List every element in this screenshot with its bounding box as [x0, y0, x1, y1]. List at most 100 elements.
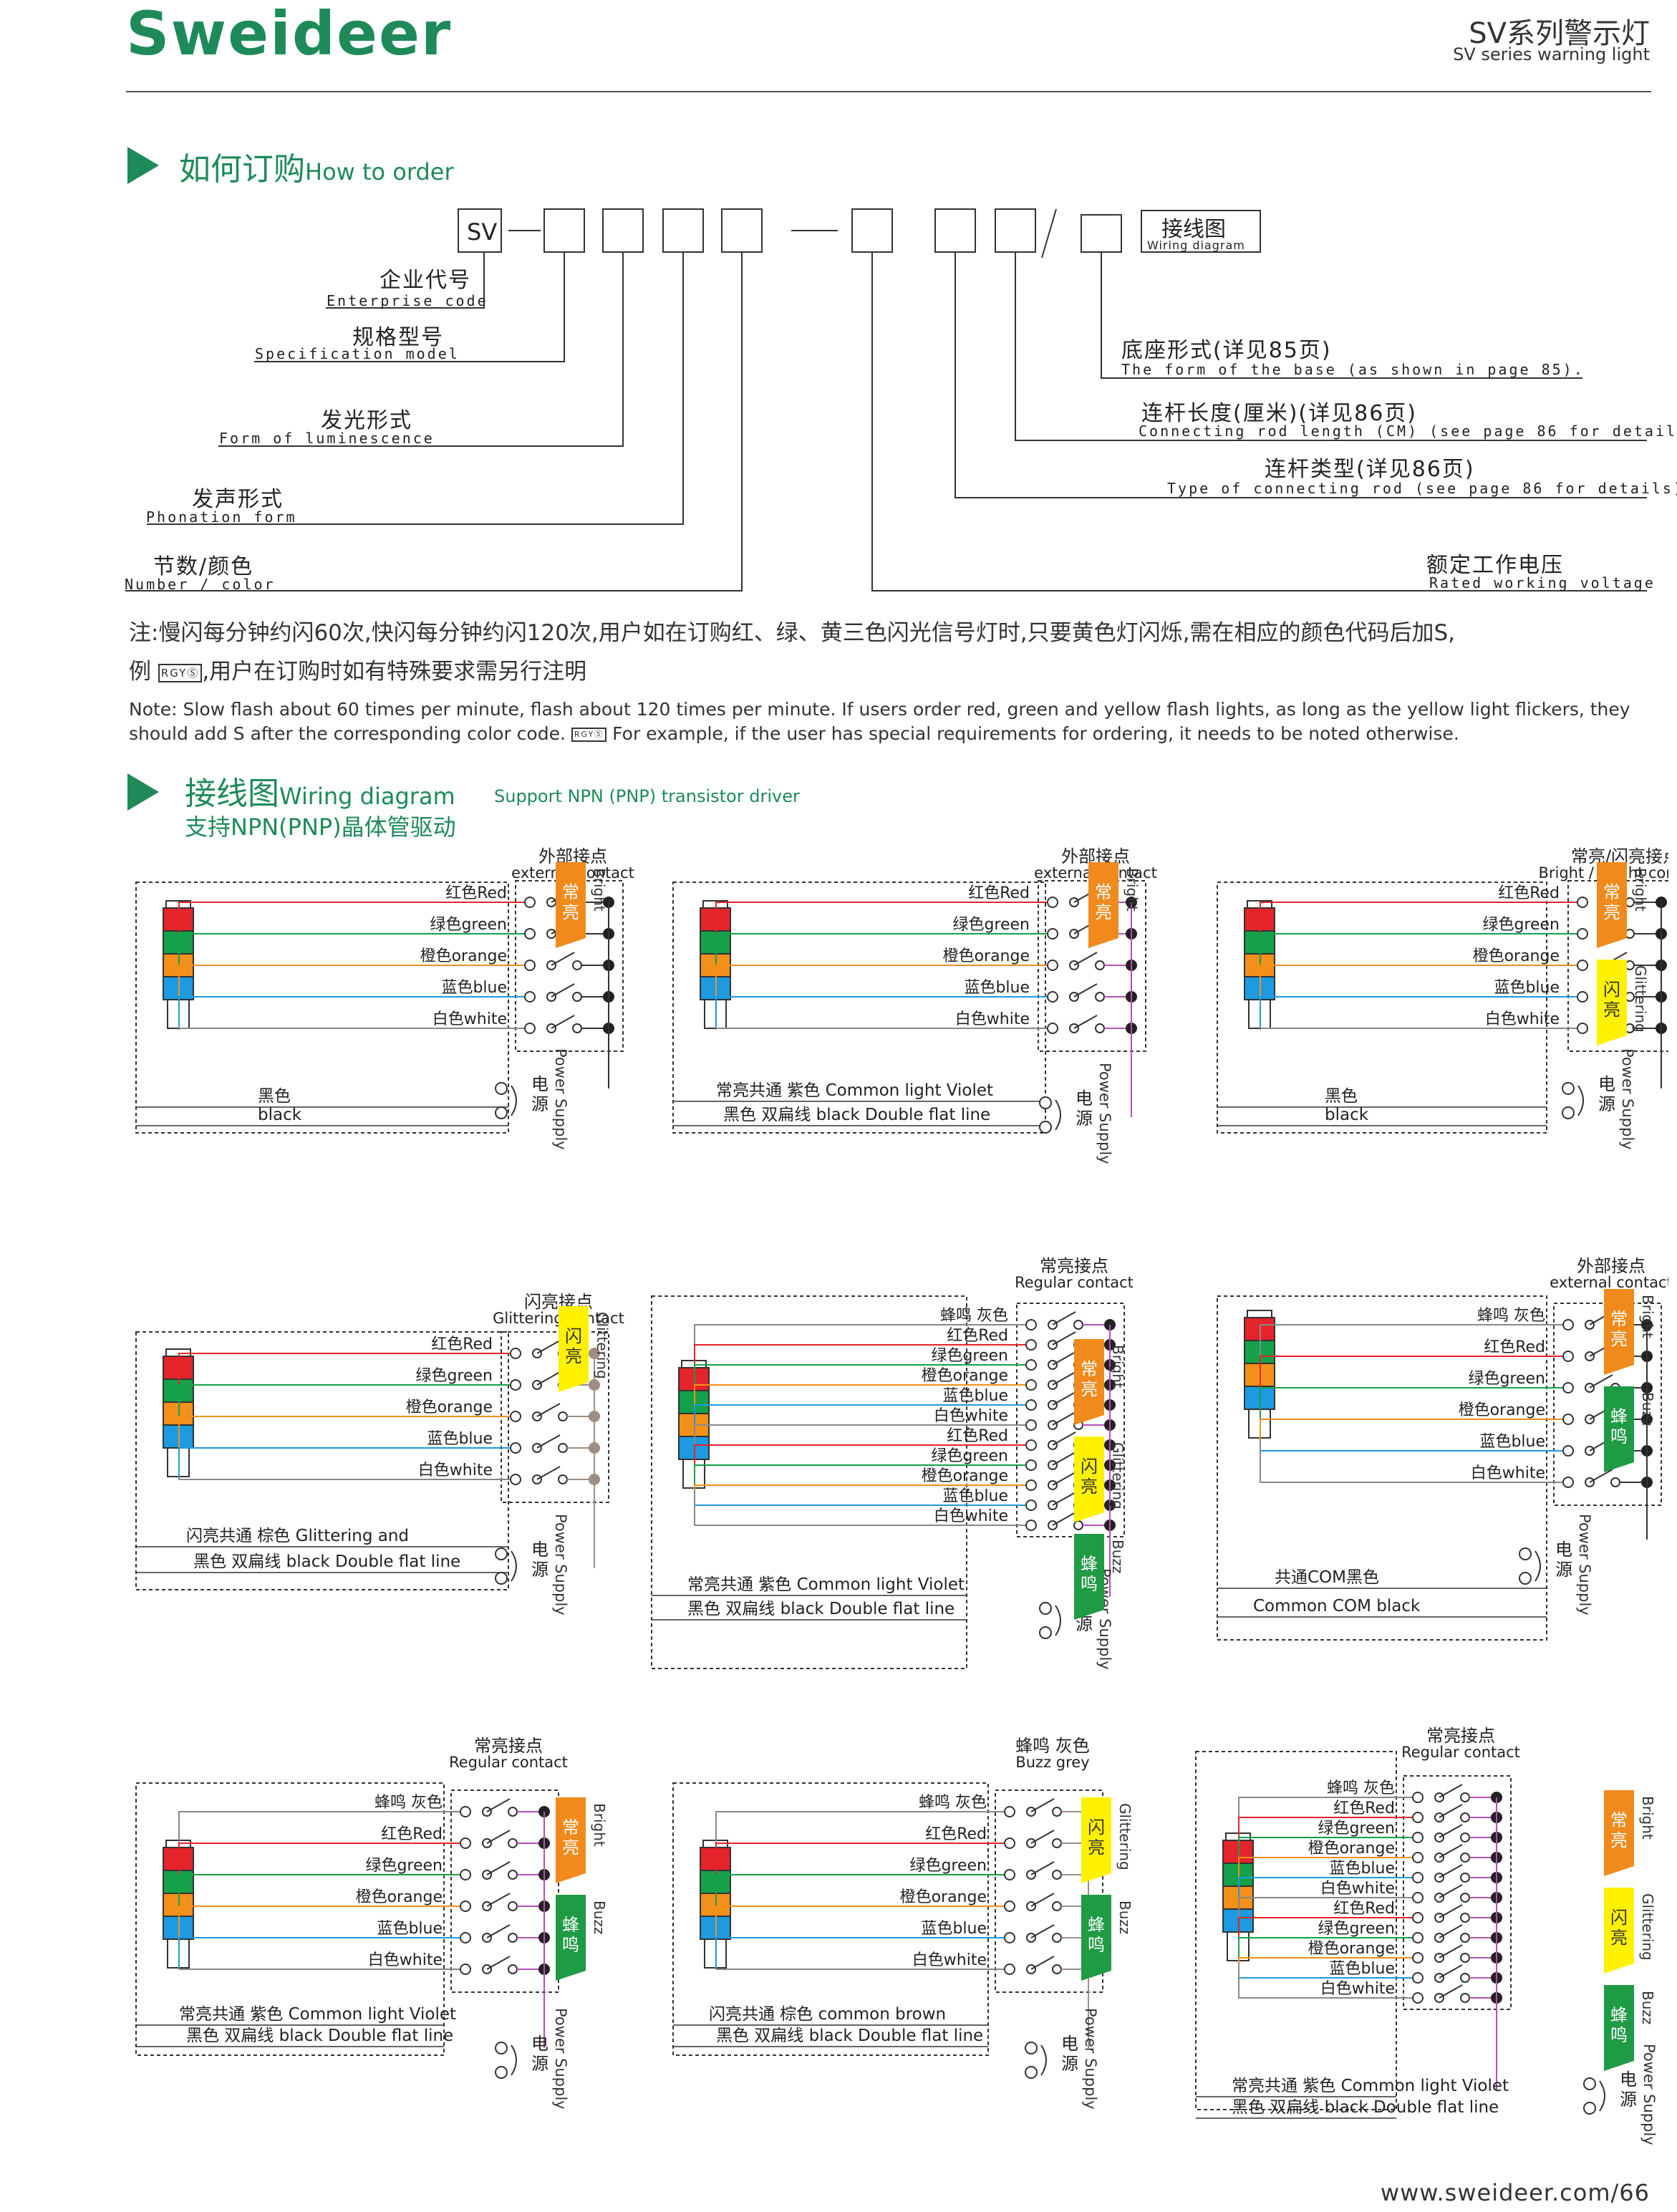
contact-terminal — [1052, 1901, 1062, 1911]
wire-label-green: 绿色green — [909, 1857, 987, 1875]
contact-terminal — [1460, 1893, 1470, 1903]
wire-label-orange: 橙色orange — [406, 1399, 493, 1416]
wire-blue — [178, 1937, 460, 1969]
contact-terminal — [1095, 960, 1105, 970]
contact-terminal — [1052, 1807, 1062, 1817]
status-tag-cn: 亮 — [1081, 1379, 1098, 1399]
switch-blade — [1439, 1784, 1463, 1798]
power-terminal — [1039, 1602, 1052, 1615]
contact-terminal — [572, 992, 582, 1002]
power-terminal — [495, 1106, 508, 1119]
switch-blade — [1030, 1798, 1055, 1812]
switch-blade — [536, 1403, 561, 1417]
field-base-form: 底座形式(详见85页) — [1121, 338, 1332, 363]
power-bracket — [1055, 1099, 1061, 1131]
contact-terminal — [510, 1411, 521, 1422]
status-tag-bright — [556, 1797, 586, 1883]
cable-label: 黑色 双扁线 black Double flat line — [186, 2027, 453, 2045]
power-label-cn: 电 — [1061, 2034, 1078, 2054]
switch-blade — [1439, 1924, 1463, 1938]
contact-terminal — [524, 928, 536, 940]
wire-label-orange: 橙色orange — [1308, 1940, 1395, 1958]
contact-terminal — [510, 1474, 521, 1485]
status-tag-cn: 闪 — [1081, 1457, 1098, 1477]
power-label-cn: 电 — [531, 1074, 548, 1094]
contact-terminal — [524, 960, 536, 971]
field-number-color-en: Number / color — [125, 576, 276, 593]
field-rod-length-en: Connecting rod length (CM) (see page 86 … — [1139, 422, 1677, 440]
contact-title-cn: 常亮接点 — [1426, 1726, 1495, 1746]
contact-terminal — [1577, 928, 1588, 940]
switch-blade — [1052, 1371, 1076, 1386]
cable-label: 黑色 — [1325, 1087, 1358, 1106]
lamp-cap — [1247, 1310, 1272, 1318]
contact-terminal — [1025, 1439, 1037, 1451]
status-tag-cn: 鸣 — [1081, 1574, 1098, 1594]
footer-url: www.sweideer.com/66 — [1380, 2179, 1650, 2206]
wire-label-green: 绿色green — [1468, 1370, 1545, 1388]
power-terminal — [1025, 2066, 1038, 2079]
wire-label-white: 白色white — [368, 1951, 443, 1969]
housing-outline — [1217, 1295, 1547, 1641]
cable-label: black — [1325, 1106, 1369, 1124]
wiring-section-title: 接线图Wiring diagram — [185, 776, 455, 812]
contact-terminal — [460, 1837, 471, 1849]
contact-title-en: Regular contact — [449, 1754, 568, 1771]
wire-label-red: 红色Red — [925, 1825, 987, 1843]
contact-terminal — [1412, 1912, 1424, 1923]
wire-label-green: 绿色green — [365, 1857, 443, 1875]
power-bracket — [1055, 1605, 1061, 1636]
wire-label-red: 红色Red — [381, 1825, 443, 1843]
status-tag-en: Bright — [1109, 1345, 1126, 1388]
power-terminal — [1039, 1096, 1052, 1109]
field-number-color: 节数/颜色 — [153, 554, 254, 579]
contact-terminal — [460, 1932, 471, 1943]
power-label-cn: 源 — [1555, 1560, 1572, 1580]
switch-blade — [1073, 983, 1098, 998]
note-cn-line2: 例 RGYⓈ,用户在订购时如有特殊要求需另行注明 — [129, 659, 587, 685]
status-tag-en: Glittering — [1639, 1893, 1656, 1961]
status-tag-cn: 亮 — [1610, 1329, 1628, 1349]
contact-terminal — [1412, 1972, 1424, 1984]
wire-white — [1260, 1439, 1563, 1483]
status-tag-buzz — [1604, 1386, 1634, 1472]
wire-label-white: 白色white — [934, 1407, 1008, 1425]
status-tag-bright — [1074, 1339, 1104, 1425]
contact-terminal — [1025, 1499, 1037, 1511]
series-subtitle: SV series warning light — [1453, 44, 1650, 64]
contact-terminal — [460, 1901, 471, 1912]
power-terminal — [1583, 2077, 1596, 2090]
wire-white — [178, 1478, 511, 1480]
switch-blade — [1052, 1431, 1076, 1446]
switch-blade — [1052, 1452, 1076, 1466]
wire-label-red: 红色Red — [445, 884, 507, 902]
contact-block-outline — [450, 1790, 559, 1993]
status-tag-cn: 亮 — [1610, 1928, 1628, 1948]
wire-label-white: 白色white — [934, 1507, 1008, 1525]
contact-terminal — [1073, 1320, 1083, 1330]
status-tag-cn: 亮 — [1088, 1837, 1105, 1858]
contact-terminal — [1412, 1872, 1424, 1883]
switch-blade — [1052, 1472, 1076, 1486]
wire-label-orange: 橙色orange — [922, 1367, 1008, 1385]
note-cn-line1: 注:慢闪每分钟约闪60次,快闪每分钟约闪120次,用户如在订购红、绿、黄三色闪光… — [129, 620, 1456, 646]
cable-label: black — [258, 1106, 302, 1124]
cable-label: 闪亮共通 棕色 common brown — [709, 2005, 946, 2024]
contact-terminal — [1047, 1023, 1058, 1034]
power-bracket — [1599, 2080, 1605, 2112]
contact-terminal — [1562, 1445, 1574, 1457]
status-tag-cn: 鸣 — [1610, 1426, 1628, 1447]
contact-terminal — [1412, 1952, 1424, 1964]
switch-blade — [1439, 1804, 1463, 1818]
housing-outline — [672, 882, 1046, 1134]
switch-blade — [1073, 1015, 1098, 1029]
status-tag-cn: 常 — [1610, 1810, 1628, 1830]
wire-blue — [715, 996, 1048, 1030]
contact-terminal — [510, 1442, 521, 1454]
wire-white — [178, 1028, 525, 1030]
wire-label-green: 绿色green — [1482, 916, 1560, 934]
wire-label-grey: 蜂鸣 灰色 — [919, 1794, 987, 1812]
wire-white — [694, 1489, 1026, 1526]
